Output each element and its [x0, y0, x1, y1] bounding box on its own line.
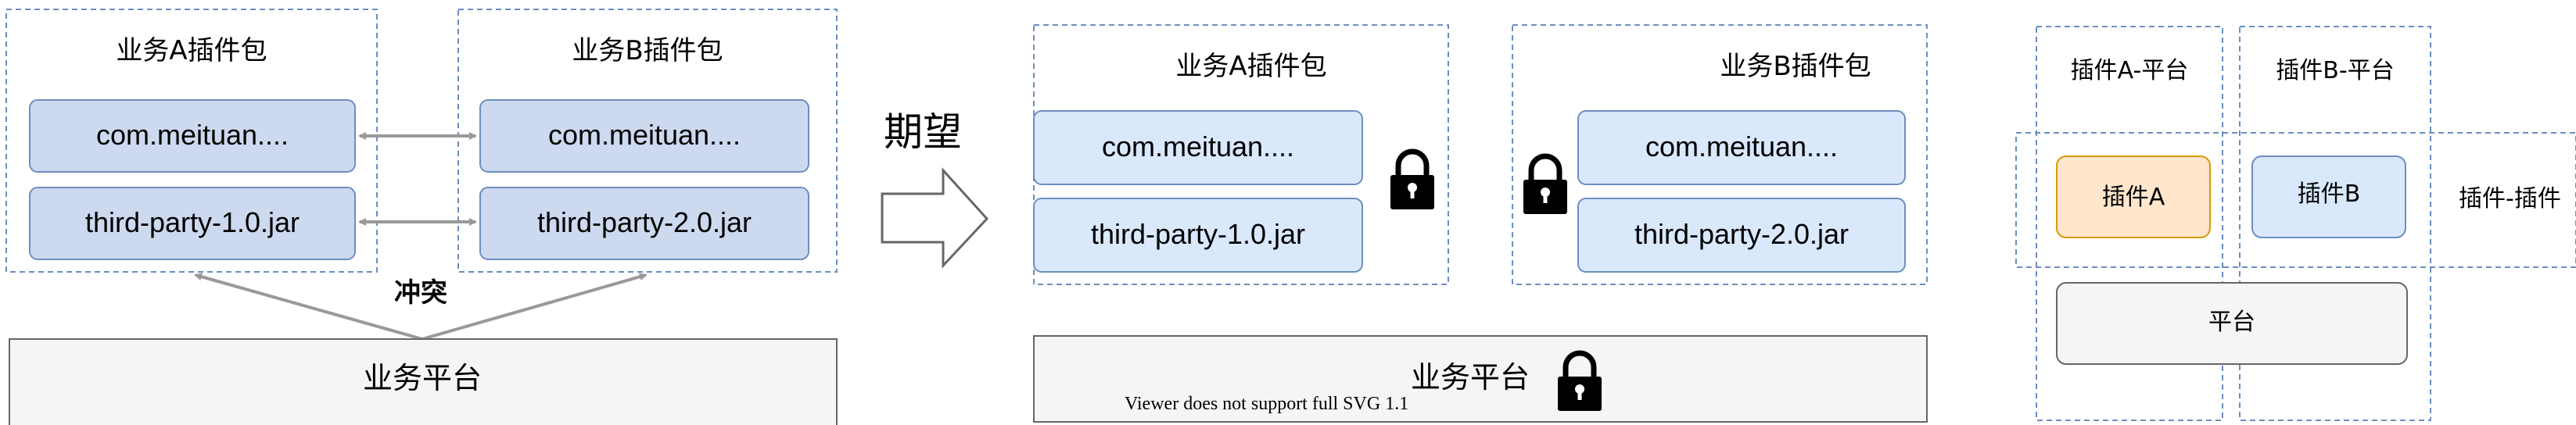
conflict-arrow-left — [194, 273, 423, 341]
conflict-arrow-right — [422, 273, 648, 341]
column-b-title: 插件B-平台 — [2276, 57, 2394, 84]
expected-package-a-module-com — [1033, 110, 1363, 185]
expected-package-b-module-jar — [1577, 198, 1906, 273]
padlock-icon — [1523, 156, 1567, 214]
expected-package-b-title: 业务B插件包 — [1720, 51, 1871, 82]
conflict-label: 冲突 — [394, 277, 447, 309]
expected-package-a-module-jar — [1033, 198, 1363, 273]
platform-box-left — [9, 338, 838, 425]
package-b-container — [457, 9, 838, 273]
expected-package-a-module-jar-label: third-party-1.0.jar — [1091, 218, 1305, 250]
viewer-note: Viewer does not support full SVG 1.1 — [1125, 394, 1408, 414]
expected-package-a-container — [1033, 24, 1449, 285]
plugin-b-box — [2251, 155, 2406, 238]
left-section: 业务A插件包 com.meituan.... third-party-1.0.j… — [5, 9, 838, 425]
plugin-a-box — [2056, 155, 2211, 238]
package-a-module-com — [29, 99, 356, 173]
expect-label: 期望 — [884, 109, 962, 155]
platform-box-right — [2056, 282, 2408, 365]
platform-label-left: 业务平台 — [363, 361, 482, 395]
expected-package-a-module-com-label: com.meituan.... — [1102, 130, 1294, 162]
block-arrow-right-icon — [881, 167, 989, 269]
column-a-title: 插件A-平台 — [2071, 57, 2189, 84]
plugin-a-label: 插件A — [2102, 184, 2165, 211]
package-b-module-com-label: com.meituan.... — [548, 119, 741, 151]
package-a-module-com-label: com.meituan.... — [96, 119, 289, 151]
expectation: 期望 — [881, 109, 989, 269]
column-b-platform — [2239, 26, 2431, 421]
expected-package-b-container — [1512, 24, 1928, 285]
expected-package-b-module-com-label: com.meituan.... — [1645, 130, 1838, 162]
expected-package-a-title: 业务A插件包 — [1175, 51, 1326, 82]
package-a-module-jar-label: third-party-1.0.jar — [85, 206, 300, 238]
platform-box-middle — [1033, 335, 1928, 423]
package-a-title: 业务A插件包 — [116, 35, 267, 66]
package-b-module-com — [479, 99, 809, 173]
right-section: 插件A-平台 插件B-平台 插件A 插件B 插件-插件 平台 — [2015, 26, 2576, 421]
padlock-icon — [1390, 152, 1434, 209]
plugin-plugin-label: 插件-插件 — [2459, 185, 2561, 212]
plugin-b-label: 插件B — [2298, 180, 2361, 208]
package-a-container — [5, 9, 378, 273]
expected-package-b-module-com — [1577, 110, 1906, 185]
package-b-module-jar — [479, 187, 809, 260]
package-a-module-jar — [29, 187, 356, 260]
package-b-title: 业务B插件包 — [572, 35, 723, 66]
expected-package-b-module-jar-label: third-party-2.0.jar — [1634, 218, 1849, 250]
package-b-module-jar-label: third-party-2.0.jar — [537, 206, 752, 238]
platform-label-middle: 业务平台 — [1411, 360, 1530, 395]
platform-label-right: 平台 — [2208, 309, 2255, 336]
middle-section: 业务A插件包 com.meituan.... third-party-1.0.j… — [1033, 24, 1928, 423]
